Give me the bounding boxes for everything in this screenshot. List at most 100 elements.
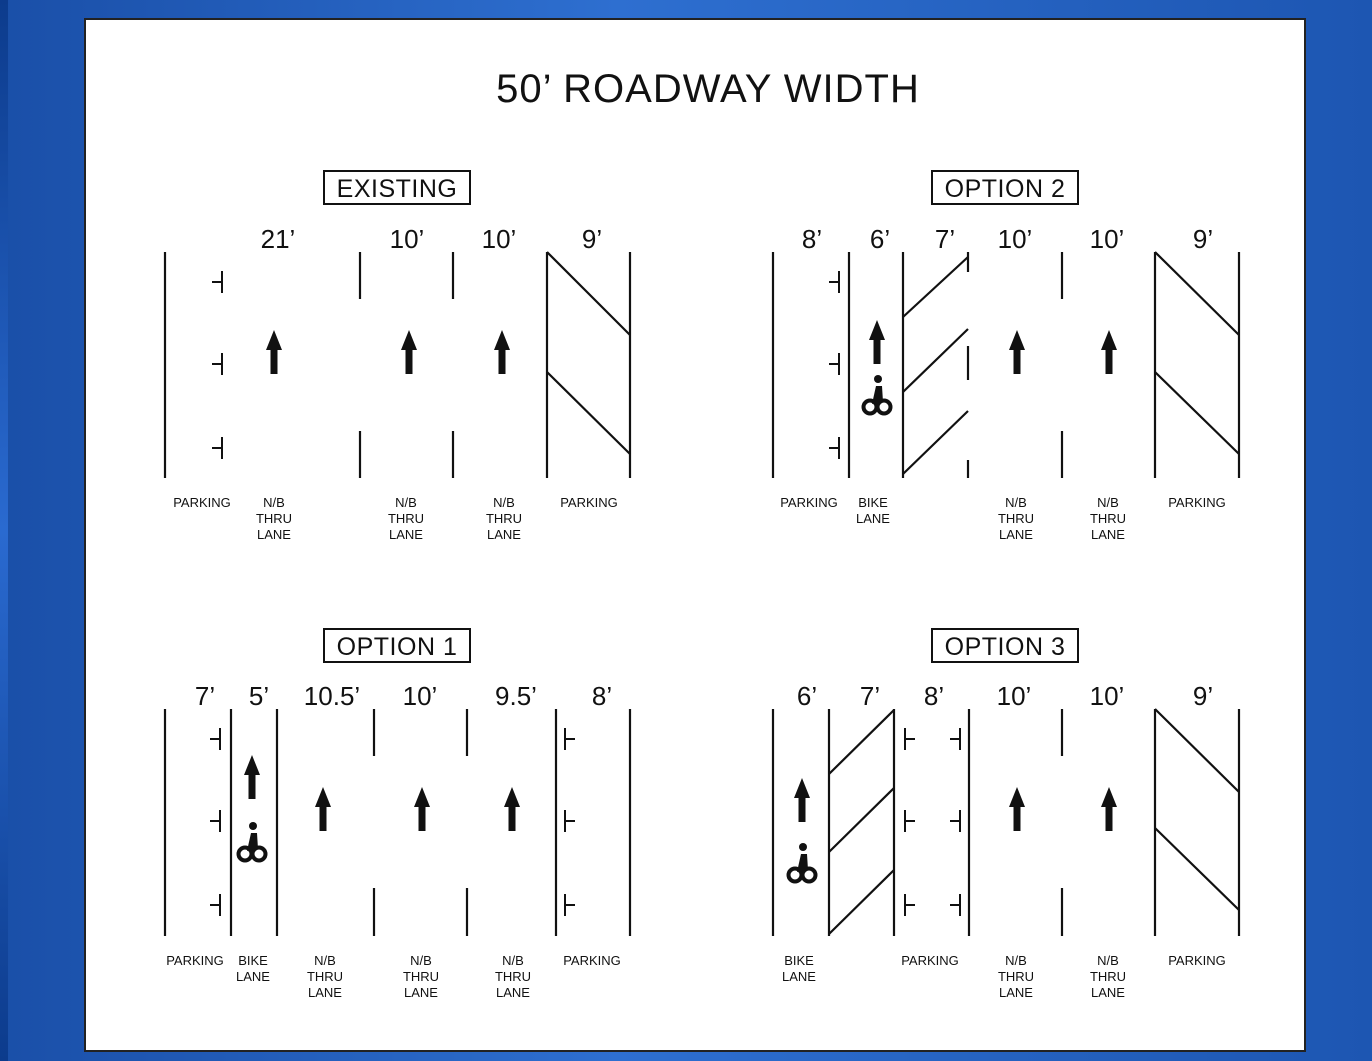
- arrow-up-icon: [401, 330, 417, 374]
- panel-title: OPTION 1: [337, 633, 458, 661]
- lane-label: BIKE: [238, 953, 268, 968]
- slide-edge-stripe: [0, 0, 8, 1061]
- arrow-up-icon: [869, 320, 885, 364]
- parking-tick-icon: [564, 728, 575, 750]
- lane-label: N/B: [314, 953, 336, 968]
- arrow-up-icon: [266, 330, 282, 374]
- parking-hatch: [1154, 827, 1240, 911]
- lane-label: THRU: [495, 969, 531, 984]
- lane-label: PARKING: [901, 953, 959, 968]
- lane-width: 10’: [998, 224, 1033, 254]
- parking-tick-icon: [950, 810, 961, 832]
- panel-title: OPTION 2: [945, 175, 1066, 203]
- roadway-diagram: 50’ ROADWAY WIDTH EXISTING 21’ 10’ 10’ 9’ PARK…: [163, 67, 1241, 1000]
- lane-label: LANE: [999, 527, 1033, 542]
- parking-tick-icon: [904, 728, 915, 750]
- parking-tick-icon: [210, 894, 221, 916]
- lane-label: BIKE: [784, 953, 814, 968]
- lane-label: PARKING: [1168, 953, 1226, 968]
- panel-title-box: [323, 628, 471, 663]
- lane-width: 10’: [482, 224, 517, 254]
- lane-label: LANE: [999, 985, 1033, 1000]
- lane-width: 9’: [582, 224, 602, 254]
- drawing-sheet: 50’ ROADWAY WIDTH EXISTING 21’ 10’ 10’ 9’ PARK…: [84, 18, 1306, 1052]
- lane-label: PARKING: [560, 495, 618, 510]
- lane-label: LANE: [389, 527, 423, 542]
- lane-label: THRU: [388, 511, 424, 526]
- parking-tick-icon: [950, 728, 961, 750]
- buffer-hatch: [902, 256, 969, 318]
- arrow-up-icon: [244, 755, 260, 799]
- buffer-hatch: [828, 709, 895, 775]
- lane-label: LANE: [236, 969, 270, 984]
- lane-width: 9’: [1193, 681, 1213, 711]
- panel-title: EXISTING: [337, 175, 458, 203]
- parking-tick-icon: [210, 728, 221, 750]
- buffer-hatch: [902, 328, 969, 393]
- lane-width: 8’: [924, 681, 944, 711]
- lane-label: THRU: [1090, 511, 1126, 526]
- lane-label: N/B: [395, 495, 417, 510]
- lane-label: THRU: [307, 969, 343, 984]
- lane-label: THRU: [1090, 969, 1126, 984]
- lane-label: THRU: [998, 969, 1034, 984]
- lane-width: 10’: [390, 224, 425, 254]
- lane-width: 7’: [935, 224, 955, 254]
- lane-label: LANE: [257, 527, 291, 542]
- panel-title: OPTION 3: [945, 633, 1066, 661]
- page-title: 50’ ROADWAY WIDTH: [496, 67, 920, 111]
- bicycle-icon: [861, 375, 893, 416]
- lane-label: LANE: [496, 985, 530, 1000]
- lane-label: LANE: [1091, 527, 1125, 542]
- panel-title-box: [931, 170, 1079, 205]
- arrow-up-icon: [1101, 330, 1117, 374]
- parking-hatch: [546, 371, 631, 455]
- lane-label: THRU: [998, 511, 1034, 526]
- lane-width: 7’: [860, 681, 880, 711]
- parking-tick-icon: [904, 810, 915, 832]
- lane-label: LANE: [782, 969, 816, 984]
- parking-tick-icon: [210, 810, 221, 832]
- lane-label: LANE: [1091, 985, 1125, 1000]
- panel-title-box: [931, 628, 1079, 663]
- parking-tick-icon: [212, 353, 223, 375]
- buffer-hatch: [902, 410, 969, 475]
- lane-label: N/B: [502, 953, 524, 968]
- lane-label: PARKING: [780, 495, 838, 510]
- lane-width: 6’: [797, 681, 817, 711]
- lane-label: THRU: [486, 511, 522, 526]
- lane-label: LANE: [308, 985, 342, 1000]
- lane-width: 8’: [802, 224, 822, 254]
- lane-label: LANE: [404, 985, 438, 1000]
- lane-label: PARKING: [173, 495, 231, 510]
- lane-width: 9.5’: [495, 681, 537, 711]
- lane-width: 5’: [249, 681, 269, 711]
- bicycle-icon: [236, 822, 268, 863]
- panel-title-box: [323, 170, 471, 205]
- lane-label: N/B: [1005, 953, 1027, 968]
- lane-width: 8’: [592, 681, 612, 711]
- lane-width: 21’: [261, 224, 296, 254]
- arrow-up-icon: [494, 330, 510, 374]
- arrow-up-icon: [1009, 330, 1025, 374]
- parking-hatch: [1154, 251, 1240, 336]
- lane-width: 10’: [1090, 224, 1125, 254]
- lane-label: LANE: [487, 527, 521, 542]
- parking-hatch: [1154, 708, 1240, 793]
- lane-width: 10’: [997, 681, 1032, 711]
- bicycle-icon: [786, 843, 818, 884]
- lane-label: LANE: [856, 511, 890, 526]
- lane-label: THRU: [403, 969, 439, 984]
- parking-tick-icon: [829, 271, 840, 293]
- lane-width: 6’: [870, 224, 890, 254]
- lane-label: PARKING: [166, 953, 224, 968]
- lane-width: 10’: [403, 681, 438, 711]
- arrow-up-icon: [794, 778, 810, 822]
- lane-width: 10’: [1090, 681, 1125, 711]
- lane-label: PARKING: [1168, 495, 1226, 510]
- lane-label: BIKE: [858, 495, 888, 510]
